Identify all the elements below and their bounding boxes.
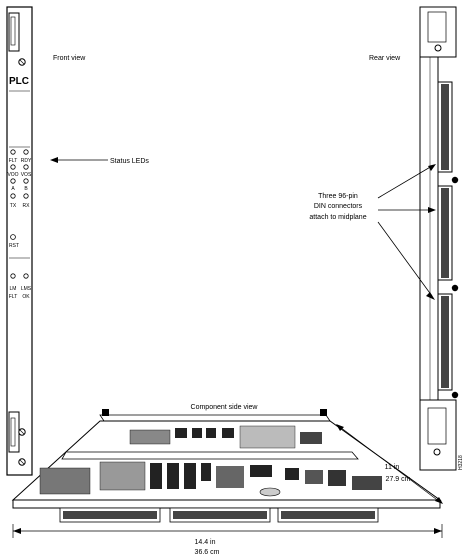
led-label-rx: RX	[23, 203, 31, 209]
rear-view-card	[419, 6, 459, 471]
led-icon	[23, 149, 29, 155]
led-icon	[10, 178, 16, 184]
led-label-a: A	[11, 186, 15, 192]
reset-button-icon	[10, 234, 16, 240]
led-label-ok: OK	[22, 294, 30, 300]
faceplate-card-name: PLC	[9, 76, 29, 87]
din-callout-line1: Three 96-pin	[318, 193, 358, 200]
led-label-vos: VOS	[21, 172, 32, 178]
figure-id: H3218	[458, 455, 464, 470]
rear-screw-icon	[433, 448, 441, 456]
led-label-flt: FLT	[9, 158, 18, 164]
width-cm-label: 36.6 cm	[195, 549, 220, 556]
led-label-flt2: FLT	[9, 294, 18, 300]
led-icon	[23, 273, 29, 279]
led-icon	[23, 178, 29, 184]
depth-dimension-line	[339, 426, 441, 503]
led-icon	[23, 164, 29, 170]
top-ejector-lever	[8, 12, 20, 52]
status-leds-label: Status LEDs	[110, 158, 149, 165]
depth-cm-label: 27.9 cm	[386, 476, 411, 483]
rear-screw-icon	[434, 44, 442, 52]
rear-view-label: Rear view	[369, 55, 401, 62]
led-label-voo: VOO	[7, 172, 18, 178]
led-icon	[10, 273, 16, 279]
reset-label: RST	[9, 243, 19, 249]
led-label-tx: TX	[10, 203, 17, 209]
led-label-b: B	[24, 186, 28, 192]
front-view-faceplate: PLC FLT RDY VOO VOS A B TX RX RST LM LMS…	[6, 6, 33, 476]
led-label-lms: LMS	[21, 286, 32, 292]
arrowhead-icon	[50, 157, 58, 163]
din-callout-arrows	[377, 165, 433, 297]
led-icon	[10, 149, 16, 155]
component-side-board	[11, 409, 442, 523]
front-view-label: Front view	[53, 55, 86, 62]
din-callout-line3: attach to midplane	[309, 214, 366, 221]
depth-in-label: 11 in	[385, 464, 400, 471]
component-side-label: Component side view	[191, 404, 259, 411]
led-icon	[10, 164, 16, 170]
led-label-rdy: RDY	[21, 158, 32, 164]
din-callout-line2: DIN connectors	[314, 203, 363, 210]
width-in-label: 14.4 in	[194, 539, 215, 546]
led-icon	[23, 193, 29, 199]
led-label-lm: LM	[10, 286, 17, 292]
led-icon	[10, 193, 16, 199]
